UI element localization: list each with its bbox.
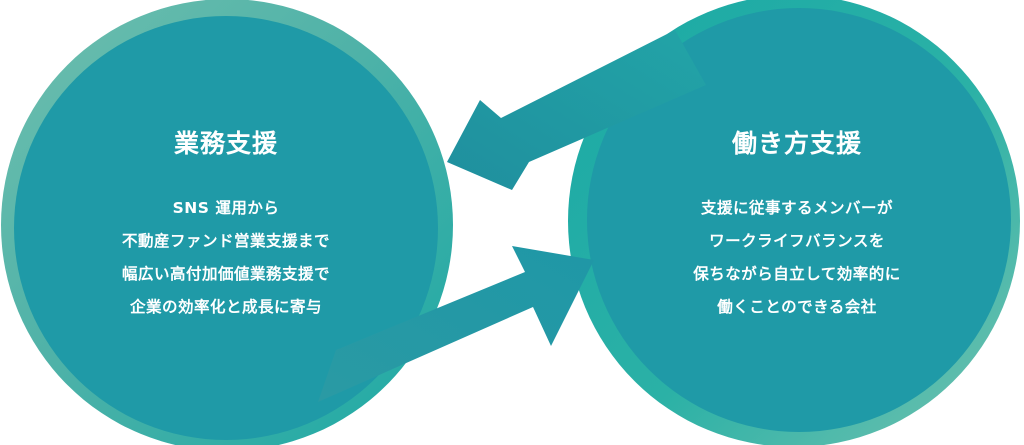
left-line-1: SNS 運用から — [172, 199, 280, 217]
right-circle — [587, 8, 1011, 432]
right-line-4: 働くことのできる会社 — [717, 298, 877, 316]
left-line-4: 企業の効率化と成長に寄与 — [129, 298, 322, 316]
arrow-right — [318, 246, 594, 402]
left-circle — [14, 16, 438, 440]
left-line-2: 不動産ファンド営業支援まで — [121, 232, 330, 250]
right-line-3: 保ちながら自立して効率的に — [693, 265, 901, 283]
right-circle-title: 働き方支援 — [731, 129, 862, 158]
right-circle-body: 支援に従事するメンバーが ワークライフバランスを 保ちながら自立して効率的に 働… — [657, 192, 937, 324]
left-circle-body: SNS 運用から 不動産ファンド営業支援まで 幅広い高付加価値業務支援で 企業の… — [86, 192, 366, 324]
left-circle-title: 業務支援 — [173, 129, 278, 158]
arrow-left — [447, 30, 706, 190]
left-line-3: 幅広い高付加価値業務支援で — [121, 265, 330, 283]
right-line-2: ワークライフバランスを — [709, 232, 885, 250]
right-line-1: 支援に従事するメンバーが — [700, 199, 893, 217]
